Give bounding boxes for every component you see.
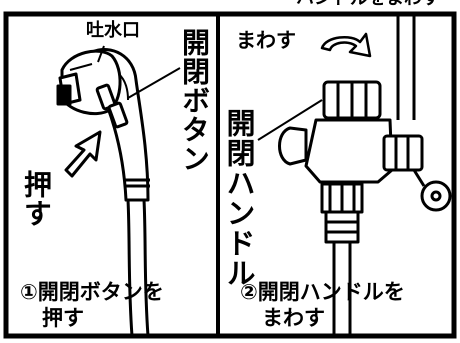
shower-head-illustration <box>56 48 150 337</box>
turn-label: まわす <box>236 28 296 52</box>
outer-border <box>3 11 457 339</box>
rotate-arrow <box>320 32 372 58</box>
spout-leader-line <box>97 45 105 63</box>
right-caption-line1: ②開閉ハンドルを <box>240 280 405 304</box>
handle-leader-line <box>257 99 323 141</box>
open-close-button-label: 開閉ボタン <box>178 28 211 173</box>
open-close-handle-label: 開閉ハンドル <box>222 108 256 288</box>
spout-label: 吐水口 <box>86 20 140 41</box>
push-arrow <box>64 130 102 178</box>
push-label: 押す <box>20 170 53 228</box>
button-leader-line <box>127 67 181 99</box>
right-caption-line2: まわす <box>262 306 325 330</box>
valve-illustration <box>278 14 452 336</box>
left-caption-line2: 押す <box>42 306 84 330</box>
left-caption-line1: ①開閉ボタンを <box>20 280 164 304</box>
